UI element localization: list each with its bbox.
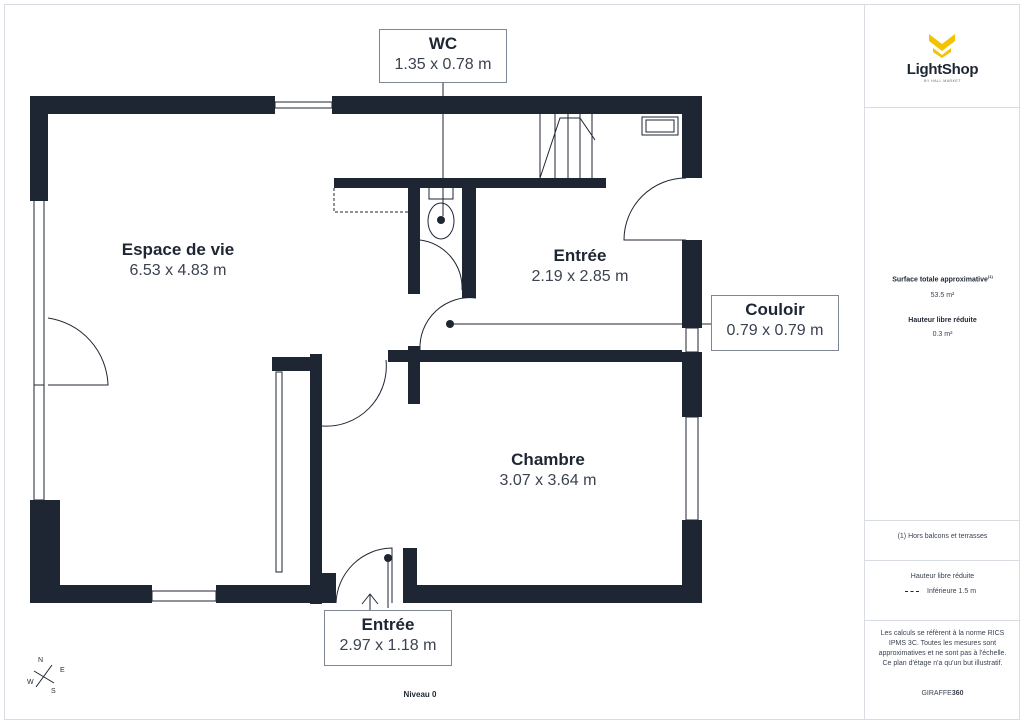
room-name: Entrée [553, 246, 607, 265]
lightshop-logo-icon [929, 34, 955, 58]
legend-title: Hauteur libre réduite [910, 573, 975, 580]
wall-right-3 [682, 352, 702, 417]
wall-right-1 [682, 96, 702, 178]
room-dims: 2.19 x 2.85 m [531, 268, 629, 285]
room-chambre: Chambre 3.07 x 3.64 m [468, 450, 628, 492]
wall-bottom-2 [216, 585, 336, 603]
window-couloir [685, 327, 699, 353]
wall-top-left [30, 96, 275, 114]
room-dims: 6.53 x 4.83 m [129, 262, 227, 279]
brand-name: LightShop [906, 61, 979, 78]
compass-s: S [51, 688, 56, 695]
room-dims: 3.07 x 3.64 m [499, 472, 597, 489]
room-espace-de-vie: Espace de vie 6.53 x 4.83 m [88, 240, 268, 282]
compass-e: E [60, 667, 65, 674]
wall-entree-right [403, 548, 417, 603]
wall-bottom-1 [30, 585, 152, 603]
walls [30, 96, 702, 604]
callout-couloir: Couloir 0.79 x 0.79 m [711, 295, 839, 351]
wall-mid-bottom [322, 573, 336, 603]
dashed-line-icon [905, 590, 919, 592]
wall-mid-top [272, 357, 312, 371]
floor-label: Niveau 0 [403, 690, 437, 699]
window-left-2 [33, 384, 45, 501]
callout-dims: 2.97 x 1.18 m [339, 637, 437, 654]
wall-mid-vertical [310, 354, 322, 604]
wall-top-right [332, 96, 702, 114]
wall-right-2 [682, 240, 702, 328]
callout-entree: Entrée 2.97 x 1.18 m [324, 610, 452, 666]
compass-icon: N E W S [26, 657, 66, 697]
hauteur-value: 0.3 m² [932, 331, 953, 338]
footer-brand: GIRAFFE360 [921, 690, 964, 697]
window-right [685, 416, 699, 521]
footnote: (1) Hors balcons et terrasses [897, 533, 988, 540]
window-top [274, 101, 333, 109]
callout-name: WC [428, 34, 458, 53]
callout-dims: 0.79 x 0.79 m [726, 322, 824, 339]
wall-bottom-3 [403, 585, 702, 603]
wall-wc-left [408, 178, 420, 294]
leader-lines [387, 82, 712, 608]
callout-wc: WC 1.35 x 0.78 m [379, 29, 507, 83]
wall-chambre-stub [408, 346, 420, 404]
callout-name: Couloir [745, 300, 805, 319]
disclaimer: Les calculs se réfèrent à la norme RICS … [878, 630, 1007, 667]
window-left [33, 199, 45, 386]
brand-sub: BY HALL MARKET [924, 79, 961, 83]
legend-row: Inférieure 1.5 m [905, 588, 976, 595]
wall-chambre-top [388, 350, 682, 362]
surface-value: 53.5 m² [930, 292, 955, 299]
room-entree: Entrée 2.19 x 2.85 m [500, 246, 660, 288]
surface-label: Surface totale approximative(1) [892, 274, 993, 284]
wall-wc-right [462, 178, 476, 298]
hauteur-label: Hauteur libre réduite [908, 317, 977, 324]
page-frame [4, 4, 1020, 720]
callout-dims: 1.35 x 0.78 m [394, 56, 492, 73]
legend-value: Inférieure 1.5 m [927, 588, 977, 595]
wall-left-1 [30, 96, 48, 201]
window-bottom [151, 590, 217, 602]
wall-right-4 [682, 520, 702, 603]
room-name: Chambre [511, 450, 585, 469]
fixtures [33, 101, 699, 604]
compass-w: W [27, 679, 34, 686]
closet-left [275, 371, 283, 573]
callout-name: Entrée [361, 615, 415, 634]
sidebar: LightShop BY HALL MARKET Surface totale … [864, 4, 1020, 720]
room-name: Espace de vie [121, 240, 235, 259]
floor-plan [30, 82, 712, 614]
compass-n: N [38, 657, 44, 664]
